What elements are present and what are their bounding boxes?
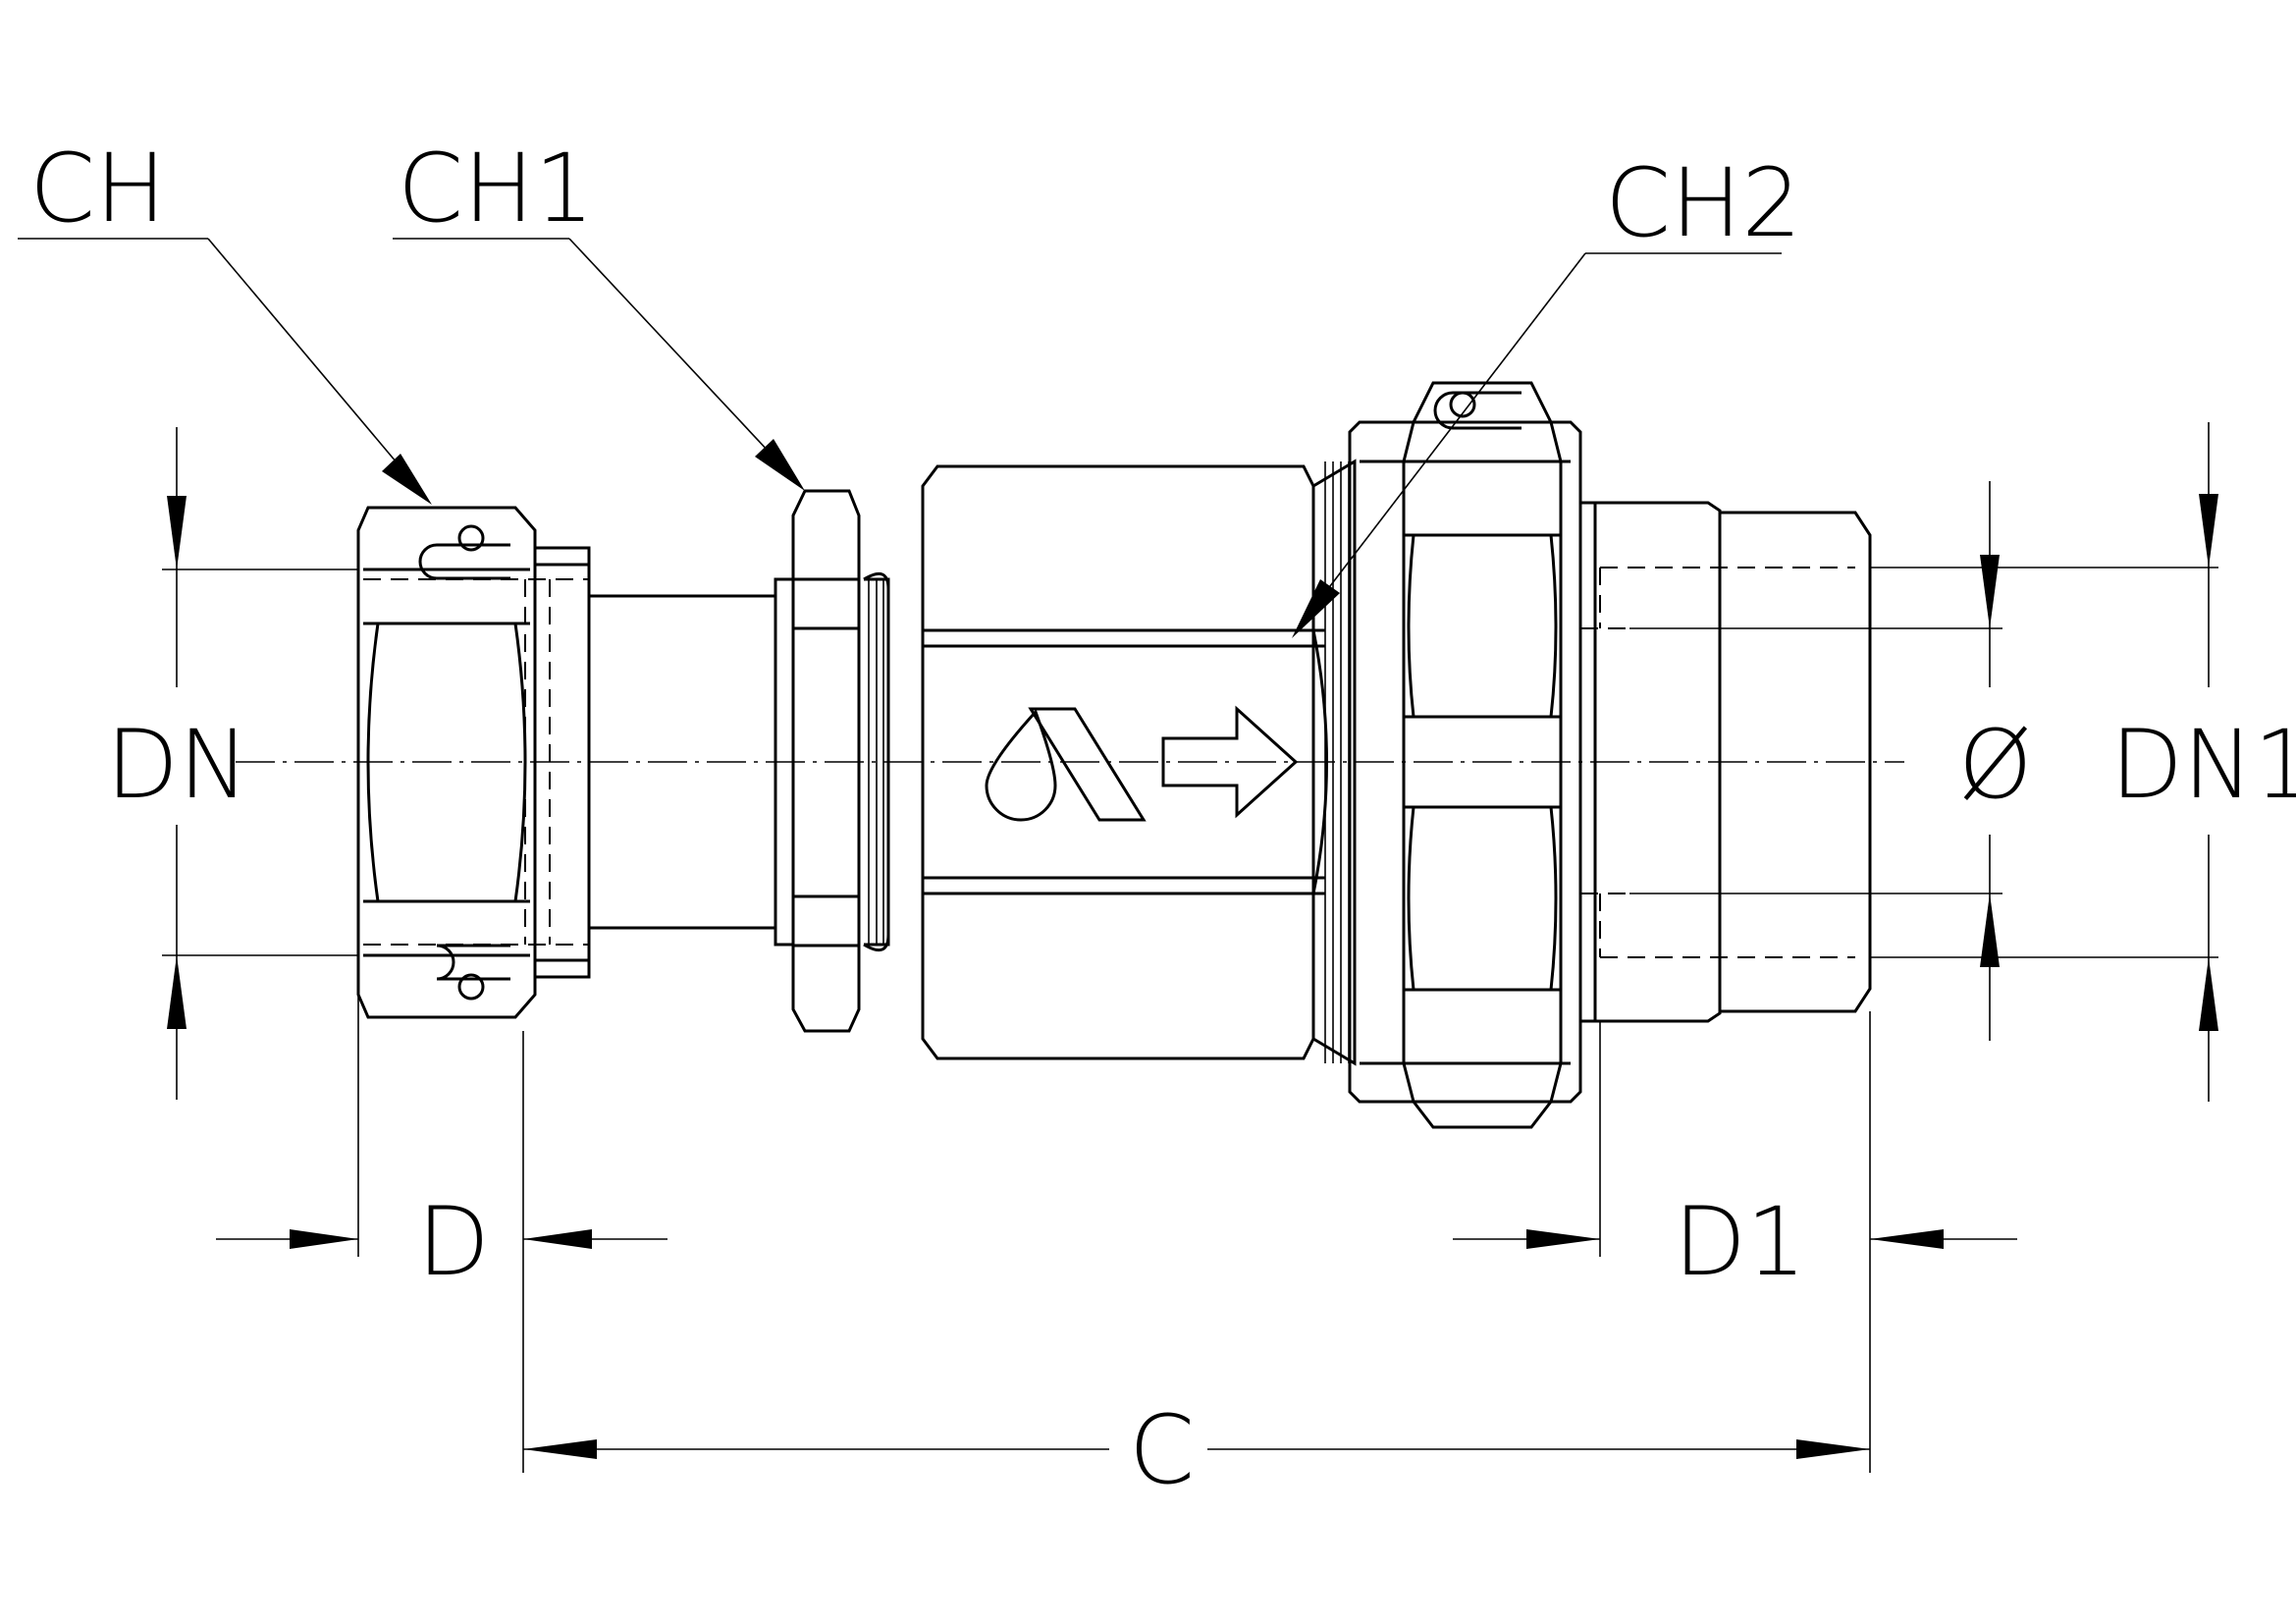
check-valve-body bbox=[921, 459, 1357, 1066]
label-dn: DN bbox=[106, 710, 249, 820]
dim-d1 bbox=[1453, 1011, 2017, 1473]
flow-direction-arrow bbox=[1161, 705, 1299, 819]
dim-c bbox=[523, 1439, 1870, 1459]
leader-ch2 bbox=[1292, 252, 1782, 638]
dim-dn1 bbox=[1870, 422, 2218, 1102]
label-d1: D1 bbox=[1674, 1187, 1806, 1297]
dim-dn bbox=[162, 427, 358, 1100]
manufacturer-logo bbox=[985, 707, 1147, 822]
union-nut-ch2 bbox=[1348, 381, 1582, 1129]
lock-nut-ch1 bbox=[791, 489, 890, 1033]
dim-diameter bbox=[1629, 481, 2002, 1041]
label-dn1: DN1 bbox=[2110, 710, 2296, 820]
label-c: C bbox=[1129, 1395, 1195, 1505]
label-ch: CH bbox=[29, 134, 166, 244]
left-nut-ch bbox=[356, 506, 591, 1019]
label-ch1: CH1 bbox=[398, 134, 594, 244]
label-d: D bbox=[417, 1187, 490, 1297]
leader-ch bbox=[18, 238, 432, 505]
label-ch2: CH2 bbox=[1605, 148, 1801, 258]
dim-d bbox=[216, 995, 667, 1473]
leader-ch1 bbox=[393, 238, 805, 491]
label-diameter: Ø bbox=[1958, 710, 2033, 820]
tailpiece bbox=[1580, 501, 1872, 1023]
